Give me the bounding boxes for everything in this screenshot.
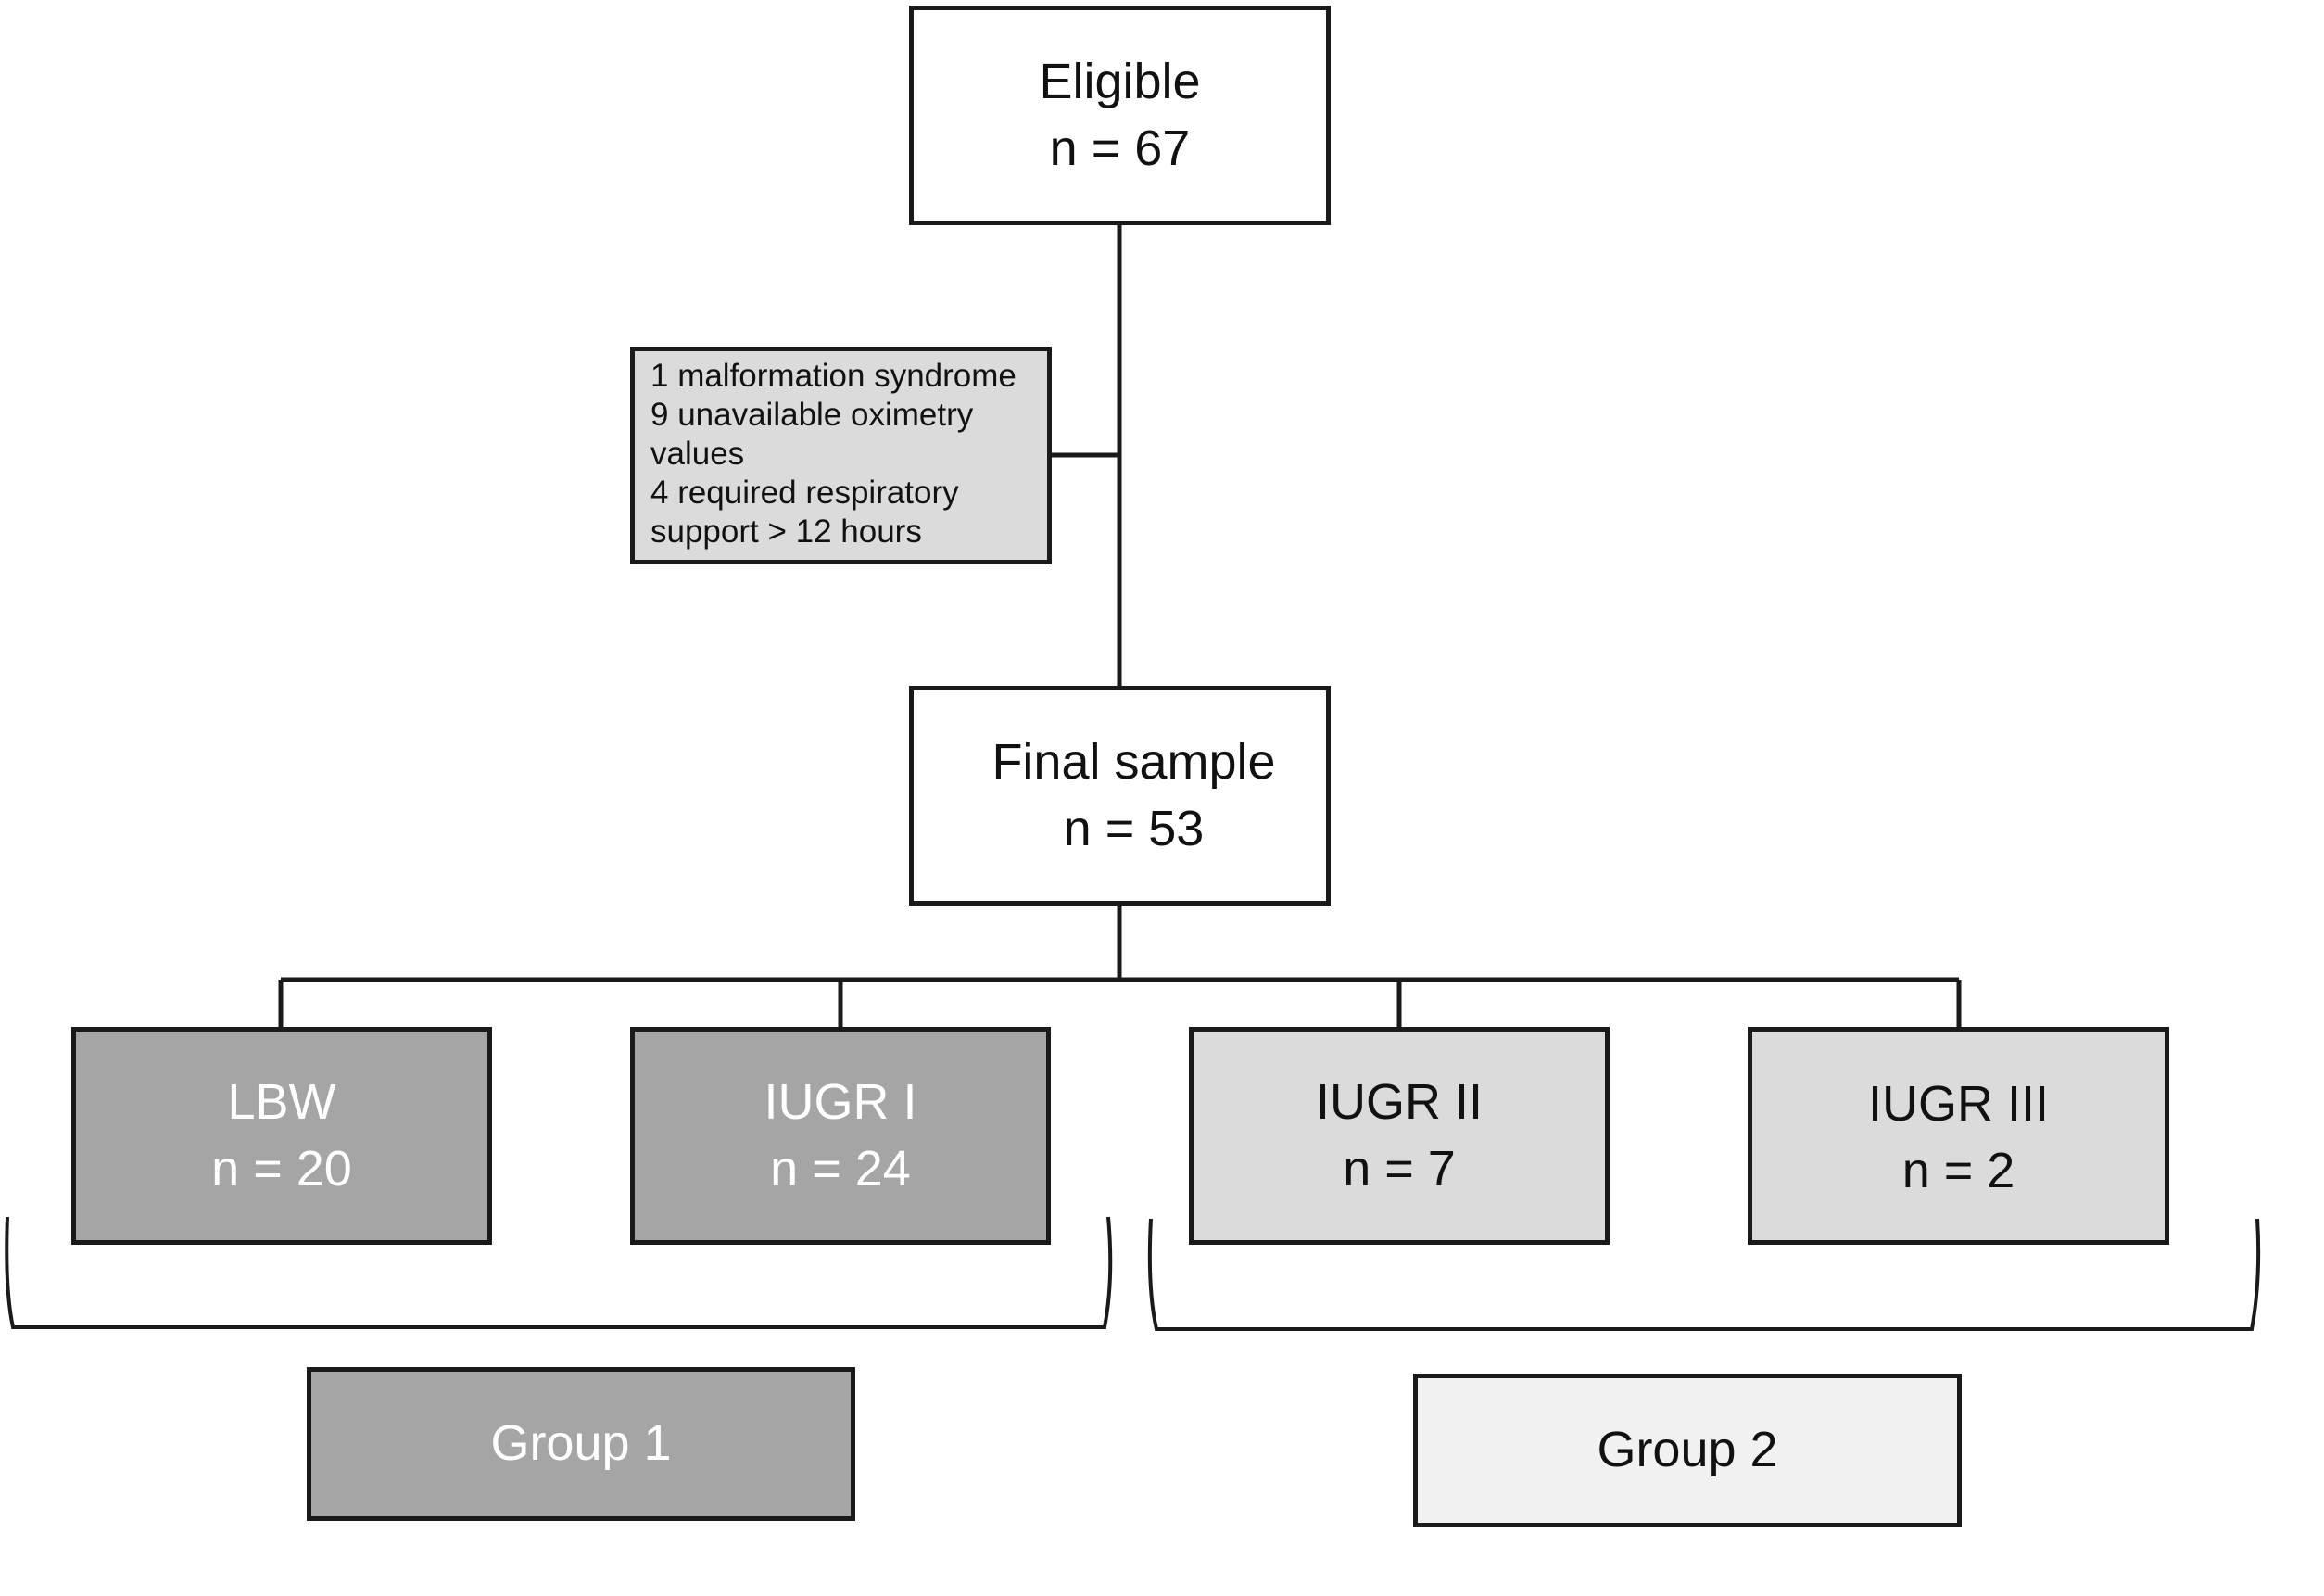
eligible-box: Eligible n = 67 [909,6,1331,225]
subgroup-box-iugr-1: IUGR I n = 24 [630,1027,1051,1245]
group-2-box: Group 2 [1413,1374,1962,1527]
group-label: Group 2 [1597,1422,1778,1478]
exclusion-box: 1 malformation syndrome 9 unavailable ox… [630,347,1052,564]
subgroup-label: IUGR III [1867,1076,2049,1133]
exclusion-line: 9 unavailable oximetry [650,397,974,433]
subgroup-label: IUGR I [764,1074,917,1131]
group-1-box: Group 1 [307,1367,855,1521]
subgroup-box-lbw: LBW n = 20 [71,1027,492,1245]
final-sample-count: n = 53 [1063,800,1205,856]
subgroup-count: n = 20 [211,1140,352,1197]
subgroup-box-iugr-3: IUGR III n = 2 [1748,1027,2169,1245]
final-sample-box: Final sample n = 53 [909,686,1331,906]
eligible-label: Eligible [1039,54,1201,110]
group-label: Group 1 [490,1415,672,1472]
subgroup-label: LBW [227,1074,336,1131]
final-sample-label: Final sample [991,734,1276,791]
eligible-count: n = 67 [1049,120,1191,176]
subgroup-count: n = 2 [1901,1142,2015,1198]
exclusion-line: values [650,436,745,472]
subgroup-count: n = 7 [1343,1140,1456,1197]
bracket-group1 [5,1216,1113,1329]
exclusion-line: 4 required respiratory [650,475,959,511]
subgroup-label: IUGR II [1315,1074,1483,1131]
subgroup-box-iugr-2: IUGR II n = 7 [1189,1027,1610,1245]
subgroup-count: n = 24 [770,1140,911,1197]
exclusion-line: 1 malformation syndrome [650,358,1017,394]
bracket-group2 [1147,1218,2261,1331]
exclusion-line: support > 12 hours [650,513,922,550]
